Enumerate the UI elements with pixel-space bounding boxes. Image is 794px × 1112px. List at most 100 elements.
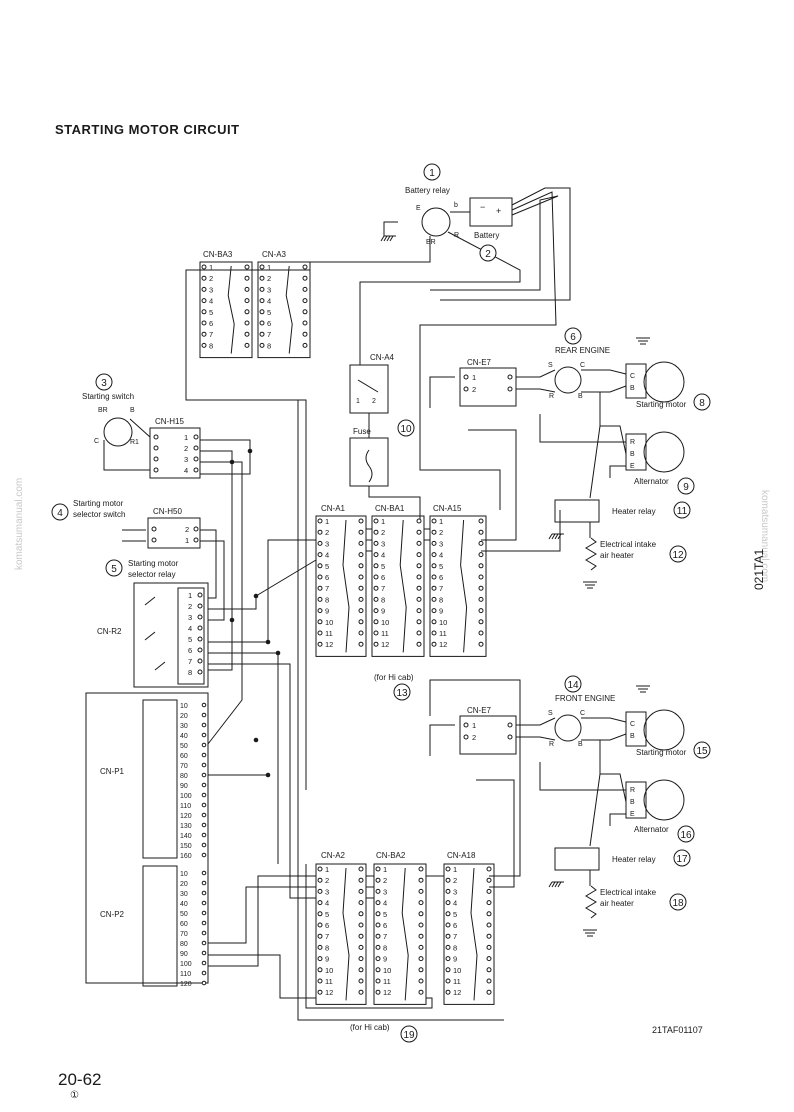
wire-36 xyxy=(476,779,515,888)
front-alternator-circle xyxy=(643,779,685,821)
cn-a1-pin-left xyxy=(317,585,323,591)
cn-a3-pin-label: 4 xyxy=(267,297,271,306)
cn-ba2-pin-right xyxy=(418,922,424,928)
selector-relay-number-number: 5 xyxy=(111,564,117,575)
rear-wire-e7-in xyxy=(429,376,455,408)
cn-r2-pin xyxy=(197,636,203,642)
cn-r2-pin xyxy=(197,658,203,664)
cn-ba1-pin-right xyxy=(416,608,422,614)
wire-19 xyxy=(208,652,279,864)
cn-ba2-pin-right xyxy=(418,877,424,883)
cn-a2-pin-right xyxy=(358,888,364,894)
cn-a2-pin-right xyxy=(358,956,364,962)
battery-relay-circle xyxy=(421,207,451,237)
cn-a2-pin-label: 10 xyxy=(325,966,333,975)
rear-alt-term-e: E xyxy=(630,463,635,470)
cn-r2-pin xyxy=(197,669,203,675)
wire-14 xyxy=(103,440,150,471)
cn-a2-pin-right xyxy=(358,944,364,950)
ground-symbol xyxy=(389,235,394,242)
cn-p2-pin xyxy=(201,890,207,896)
cn-p2-pin xyxy=(201,970,207,976)
battery-box xyxy=(469,197,513,227)
cn-p1-box xyxy=(142,699,178,859)
label-cn-a15: CN-A15 xyxy=(433,504,462,513)
cn-a2-pin-left xyxy=(317,888,323,894)
cn-a18-pin-left xyxy=(445,978,451,984)
rear-intake-heater-number xyxy=(669,545,687,563)
ground-symbol xyxy=(557,881,562,888)
rear-wire-e7-s xyxy=(516,369,556,378)
cn-ba1-pin-right xyxy=(416,518,422,524)
front-e7-pin-right xyxy=(507,734,513,740)
cn-h15-pin-label: 2 xyxy=(184,444,188,453)
cn-r2-pin xyxy=(197,592,203,598)
cn-ba1-pin-right xyxy=(416,563,422,569)
label-cn-a4: CN-A4 xyxy=(370,353,395,362)
rear-term-r: R xyxy=(549,393,554,400)
cn-ba3-pin-right xyxy=(244,264,250,270)
cn-a18-pin-left xyxy=(445,967,451,973)
cn-a2-pin-left xyxy=(317,956,323,962)
cn-ba3-pin-left xyxy=(201,331,207,337)
cn-ba2-pin-label: 7 xyxy=(383,932,387,941)
selector-relay-number xyxy=(105,559,123,577)
fuse-label: Fuse xyxy=(353,427,371,436)
cn-ba1-pin-left xyxy=(373,641,379,647)
cn-a2-pin-right xyxy=(358,933,364,939)
cn-a2-pin-left xyxy=(317,900,323,906)
cn-a1-pin-right xyxy=(358,529,364,535)
cn-ba3-pin-left xyxy=(201,320,207,326)
cn-a15-pin-left xyxy=(431,608,437,614)
ground-symbol xyxy=(554,881,559,888)
cn-ba2-pin-left xyxy=(375,944,381,950)
cn-a15-pin-left xyxy=(431,619,437,625)
rear-e7-pin xyxy=(463,374,469,380)
cn-ba2-pin-left xyxy=(375,978,381,984)
cn-ba2-pin-label: 1 xyxy=(383,865,387,874)
rear-alternator-number xyxy=(677,477,695,495)
rear-e7-pin xyxy=(463,386,469,392)
cn-p2-pin xyxy=(201,980,207,986)
cn-h15-pin-right xyxy=(193,456,199,462)
cn-p1-pin-label: 80 xyxy=(180,773,188,780)
cn-a18-pin-label: 3 xyxy=(453,887,457,896)
front-alternator-number-number: 16 xyxy=(680,830,692,841)
cn-a1-box xyxy=(315,515,367,657)
switch-term-br: BR xyxy=(98,407,108,414)
cn-a18-pin-label: 5 xyxy=(453,910,457,919)
cn-p1-pin-label: 140 xyxy=(180,833,192,840)
front-heater-relay-label: Heater relay xyxy=(612,855,656,864)
cn-a1-pin-left xyxy=(317,641,323,647)
rear-engine-label: REAR ENGINE xyxy=(555,346,610,355)
cn-p2-pin-label: 30 xyxy=(180,891,188,898)
cn-ba1-pin-left xyxy=(373,619,379,625)
junction-dot xyxy=(247,448,253,454)
cn-a18-pin-label: 7 xyxy=(453,932,457,941)
cn-a1-pin-left xyxy=(317,596,323,602)
cn-a15-pin-right xyxy=(478,641,484,647)
rear-starting-motor-number xyxy=(693,393,711,411)
cn-ba1-pin-left xyxy=(373,596,379,602)
starting-switch-number xyxy=(95,373,113,391)
cn-ba2-pin-left xyxy=(375,888,381,894)
relay-term-b: b xyxy=(454,202,458,209)
cn-ba1-pin-label: 12 xyxy=(381,640,389,649)
cn-a18-pin-right xyxy=(486,967,492,973)
page-number: 20-62 xyxy=(58,1070,102,1089)
cn-ba1-pin-left xyxy=(373,540,379,546)
front-term-s: S xyxy=(548,710,553,717)
rear-starting-motor-terms xyxy=(625,363,647,399)
rear-cn-e7-box xyxy=(459,367,517,407)
cn-h15-box xyxy=(149,427,201,479)
cn-a1-pin-right xyxy=(358,641,364,647)
cn-a2-pin-right xyxy=(358,900,364,906)
cn-h15-pin-label: 1 xyxy=(184,433,188,442)
cn-ba1-pin-left xyxy=(373,630,379,636)
cn-p2-pin xyxy=(201,910,207,916)
cn-a2-pin-right xyxy=(358,866,364,872)
cn-p1-pin xyxy=(201,852,207,858)
wire-20 xyxy=(208,663,316,899)
cn-p1-pin xyxy=(201,722,207,728)
